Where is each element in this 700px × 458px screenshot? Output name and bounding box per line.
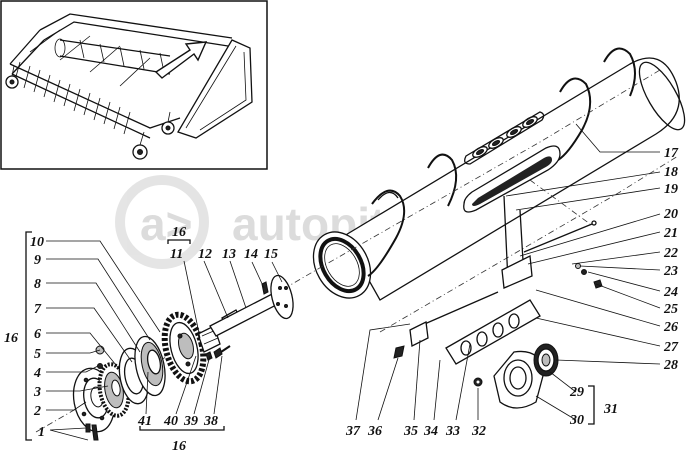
callout-25: 25: [663, 302, 678, 317]
callout-32: 32: [471, 424, 486, 439]
callout-31: 31: [603, 402, 618, 417]
auger-tube-17: [312, 47, 686, 301]
auger-slots: [464, 111, 545, 165]
callout-28: 28: [663, 358, 678, 373]
leader-lines: [46, 123, 661, 441]
callout-35: 35: [403, 424, 418, 439]
drive-assembly-16: [72, 274, 294, 441]
callout-7: 7: [34, 302, 42, 317]
header-side-shield: [177, 39, 253, 139]
callout-24: 24: [663, 285, 678, 300]
inset-machine-overview: [0, 0, 268, 170]
callout-16-bottom: 16: [172, 439, 186, 454]
callout-40: 40: [163, 414, 178, 429]
auger-flights: [367, 47, 636, 277]
callout-10: 10: [30, 235, 44, 250]
callout-36: 36: [367, 424, 382, 439]
callout-19: 19: [664, 182, 678, 197]
inset-wheels: [5, 65, 175, 160]
callout-14: 14: [244, 247, 258, 262]
callout-34: 34: [423, 424, 438, 439]
callout-11: 11: [170, 247, 183, 262]
callout-13: 13: [222, 247, 236, 262]
callout-30: 30: [569, 413, 584, 428]
callout-29: 29: [569, 385, 584, 400]
callout-4: 4: [33, 366, 41, 381]
grouping-brackets: [25, 231, 595, 441]
callout-15: 15: [264, 247, 278, 262]
callout-39: 39: [183, 414, 198, 429]
callout-5: 5: [34, 347, 41, 362]
callout-3: 3: [33, 385, 41, 400]
callout-9: 9: [34, 253, 41, 268]
callout-2: 2: [33, 404, 41, 419]
centerline-right: [379, 155, 679, 333]
callout-18: 18: [664, 165, 678, 180]
callout-8: 8: [34, 277, 41, 292]
callout-37: 37: [345, 424, 361, 439]
callout-12: 12: [198, 247, 212, 262]
callout-38: 38: [203, 414, 218, 429]
callout-33: 33: [445, 424, 460, 439]
callout-17: 17: [664, 146, 679, 161]
watermark-logo-glyph: a>: [140, 198, 192, 250]
callout-labels: 10 9 8 7 6 5 4 3 2 1 16 16 11 12 13 14 1…: [4, 146, 679, 454]
callout-27: 27: [663, 340, 679, 355]
callout-22: 22: [663, 246, 678, 261]
callout-23: 23: [663, 264, 678, 279]
direction-arrow-icon: [154, 41, 208, 79]
callout-16-left: 16: [4, 331, 18, 346]
watermark-logo-icon: [115, 175, 209, 269]
callout-20: 20: [663, 207, 678, 222]
callout-26: 26: [663, 320, 678, 335]
callout-6: 6: [34, 327, 41, 342]
callout-16-top: 16: [172, 225, 186, 240]
callout-1: 1: [38, 425, 45, 440]
callout-21: 21: [663, 226, 678, 241]
callout-41: 41: [137, 414, 152, 429]
